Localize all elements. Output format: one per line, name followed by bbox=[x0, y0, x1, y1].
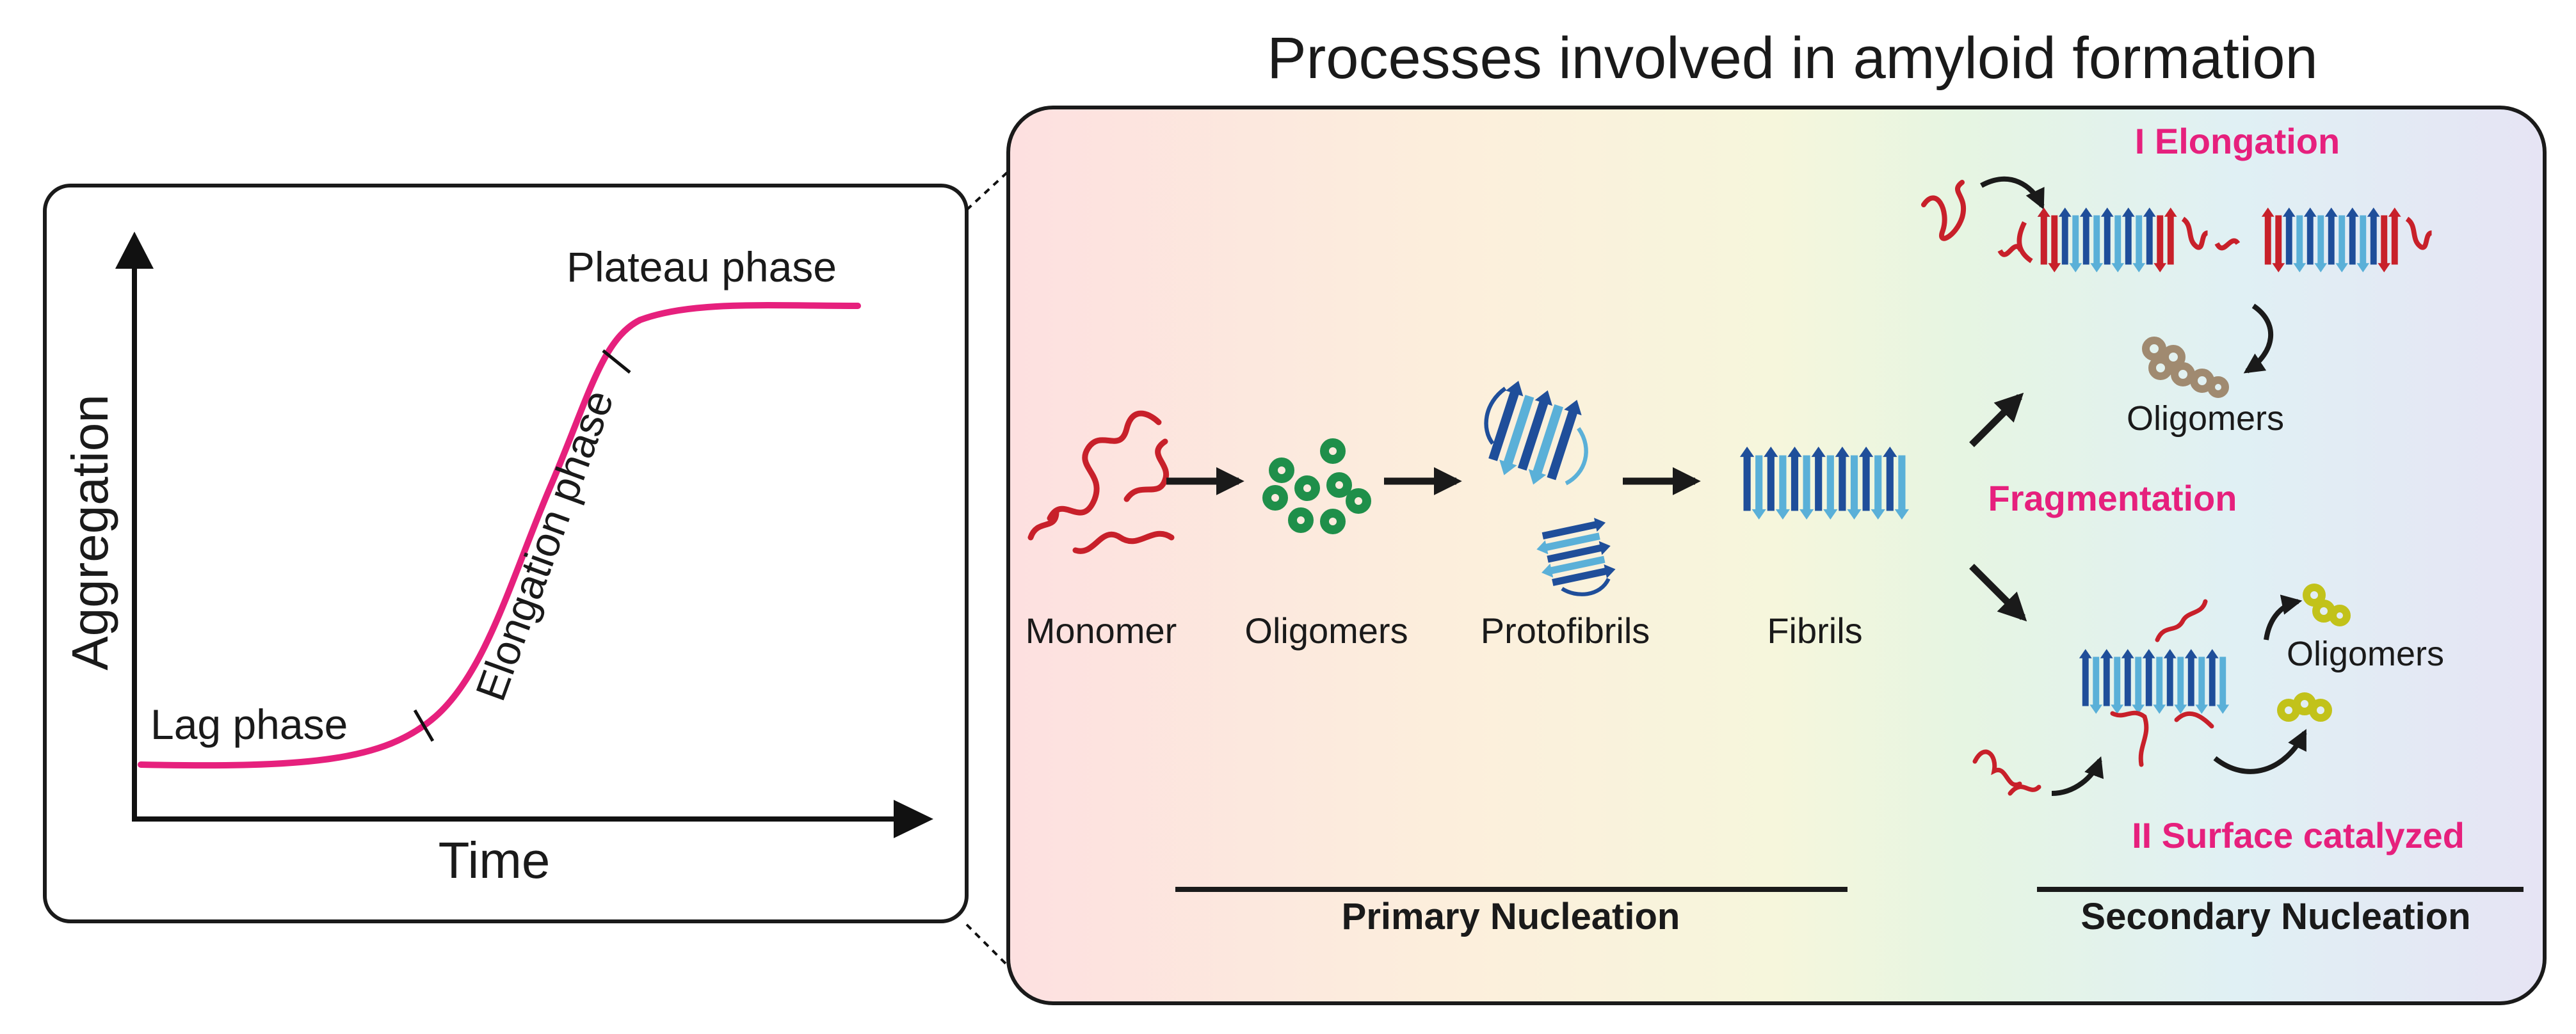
plateau-phase-tick bbox=[602, 349, 631, 374]
y-axis-arrow-icon bbox=[115, 232, 154, 269]
x-axis-label: Time bbox=[439, 832, 551, 889]
plateau-phase-label: Plateau phase bbox=[567, 243, 837, 290]
stage-label-fibrils: Fibrils bbox=[1767, 610, 1862, 651]
surface-to-oligomer-arrow-upper bbox=[2264, 594, 2303, 640]
free-monomer-icon bbox=[1921, 180, 1966, 241]
x-axis-arrow-icon bbox=[894, 800, 933, 838]
process-panel bbox=[1006, 106, 2547, 1005]
oligomers-tan-icon bbox=[2142, 337, 2229, 398]
monomer-to-fibril-arrow bbox=[1980, 176, 2045, 210]
zoom-connector-top bbox=[965, 170, 1010, 211]
oligomers-green-icon bbox=[1262, 438, 1371, 534]
stage-label-monomer: Monomer bbox=[1026, 610, 1177, 651]
surface-to-oligomer-arrow-lower bbox=[2213, 729, 2307, 774]
surface-monomers-icon bbox=[1972, 599, 2214, 796]
lag-phase-label: Lag phase bbox=[150, 701, 348, 748]
monomer-icon bbox=[1027, 410, 1175, 554]
oligomers-yellow-icon bbox=[2277, 584, 2351, 722]
fragmentation-label: Fragmentation bbox=[1988, 478, 2237, 518]
main-title: Processes involved in amyloid formation bbox=[1267, 26, 2317, 91]
stage-label-protofibrils: Protofibrils bbox=[1481, 610, 1650, 651]
oligomers-top-label: Oligomers bbox=[2127, 399, 2284, 438]
fibril-to-oligomer-arrow bbox=[2243, 303, 2274, 374]
y-axis-label: Aggregation bbox=[61, 394, 118, 670]
elongated-fibril-right-icon bbox=[2214, 207, 2433, 273]
surface-catalyzed-title: II Surface catalyzed bbox=[2132, 815, 2465, 855]
elongated-fibril-left-icon bbox=[1997, 207, 2209, 273]
elongation-title: I Elongation bbox=[2135, 121, 2340, 161]
zoom-connector-bottom bbox=[965, 923, 1010, 967]
stage-label-oligomers: Oligomers bbox=[1244, 610, 1408, 651]
aggregation-curve bbox=[138, 302, 861, 769]
branch-arrows bbox=[1969, 392, 2027, 622]
graph-panel bbox=[43, 184, 969, 923]
lag-phase-tick bbox=[413, 709, 435, 742]
protofibrils-icon bbox=[1484, 378, 1617, 596]
oligomers-bottom-label: Oligomers bbox=[2287, 635, 2444, 673]
secondary-nucleation-label: Secondary Nucleation bbox=[2081, 896, 2470, 937]
primary-nucleation-label: Primary Nucleation bbox=[1342, 896, 1680, 937]
monomer-to-surface-arrow bbox=[2051, 756, 2104, 796]
